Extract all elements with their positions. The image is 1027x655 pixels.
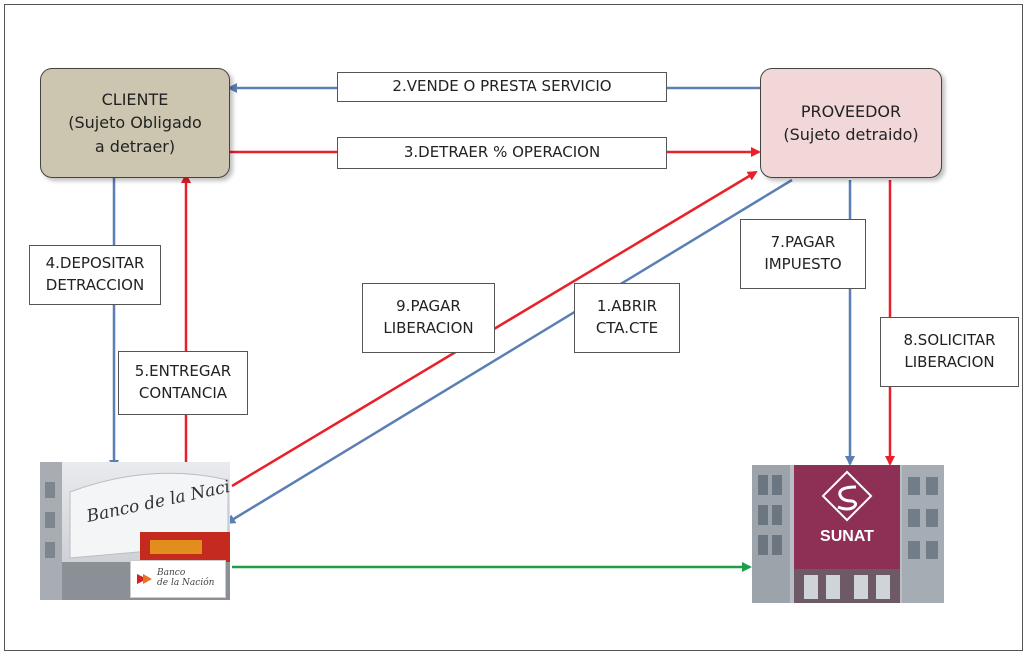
- banco-logo-icon: [137, 574, 152, 584]
- step-8-line1: 8.SOLICITAR: [903, 331, 996, 350]
- proveedor-node: PROVEEDOR (Sujeto detraido): [760, 68, 942, 178]
- step-9-label: 9.PAGAR LIBERACION: [362, 283, 495, 353]
- step-3-label: 3.DETRAER % OPERACION: [337, 137, 667, 169]
- sunat-building-illustration: SUNAT: [752, 465, 944, 603]
- sunat-logo-icon: [821, 470, 873, 522]
- banco-logo-line1: Banco: [157, 568, 186, 579]
- step-1-label: 1.ABRIR CTA.CTE: [574, 283, 680, 353]
- step-5-label: 5.ENTREGAR CONTANCIA: [118, 351, 248, 415]
- step-5-line2: CONTANCIA: [138, 384, 228, 402]
- banco-logo-card: Banco de la Nación: [130, 560, 226, 598]
- step-7-line2: IMPUESTO: [764, 255, 842, 273]
- proveedor-subtitle: (Sujeto detraido): [783, 125, 919, 144]
- banco-nacion-photo: Banco de la Nación Banco de la Nación: [40, 462, 230, 600]
- step-1-line1: 1.ABRIR: [596, 297, 658, 316]
- step-7-line1: 7.PAGAR: [770, 233, 836, 252]
- step-5-line1: 5.ENTREGAR: [134, 362, 232, 381]
- step-9-line1: 9.PAGAR: [396, 297, 461, 316]
- step-9-line2: LIBERACION: [383, 319, 474, 337]
- sunat-sign-text: SUNAT: [820, 528, 874, 545]
- sunat-photo: SUNAT: [752, 465, 944, 603]
- step-2-label: 2.VENDE O PRESTA SERVICIO: [337, 72, 667, 102]
- step-7-label: 7.PAGAR IMPUESTO: [740, 219, 866, 289]
- step-8-label: 8.SOLICITAR LIBERACION: [880, 317, 1019, 387]
- cliente-subtitle-2: a detraer): [94, 136, 176, 156]
- cliente-title: CLIENTE: [101, 90, 169, 110]
- cliente-subtitle-1: (Sujeto Obligado: [68, 113, 202, 133]
- banco-logo-line2: de la Nación: [157, 578, 215, 588]
- step-1-line2: CTA.CTE: [595, 319, 659, 337]
- arrow-1-abrir: [225, 178, 793, 525]
- step-4-line1: 4.DEPOSITAR: [45, 254, 145, 273]
- step-2-text: 2.VENDE O PRESTA SERVICIO: [392, 77, 612, 96]
- proveedor-title: PROVEEDOR: [800, 101, 902, 121]
- step-3-text: 3.DETRAER % OPERACION: [403, 143, 601, 162]
- step-4-line2: DETRACCION: [45, 276, 145, 294]
- cliente-node: CLIENTE (Sujeto Obligado a detraer): [40, 68, 230, 178]
- step-4-label: 4.DEPOSITAR DETRACCION: [29, 245, 161, 305]
- step-8-line2: LIBERACION: [904, 353, 995, 371]
